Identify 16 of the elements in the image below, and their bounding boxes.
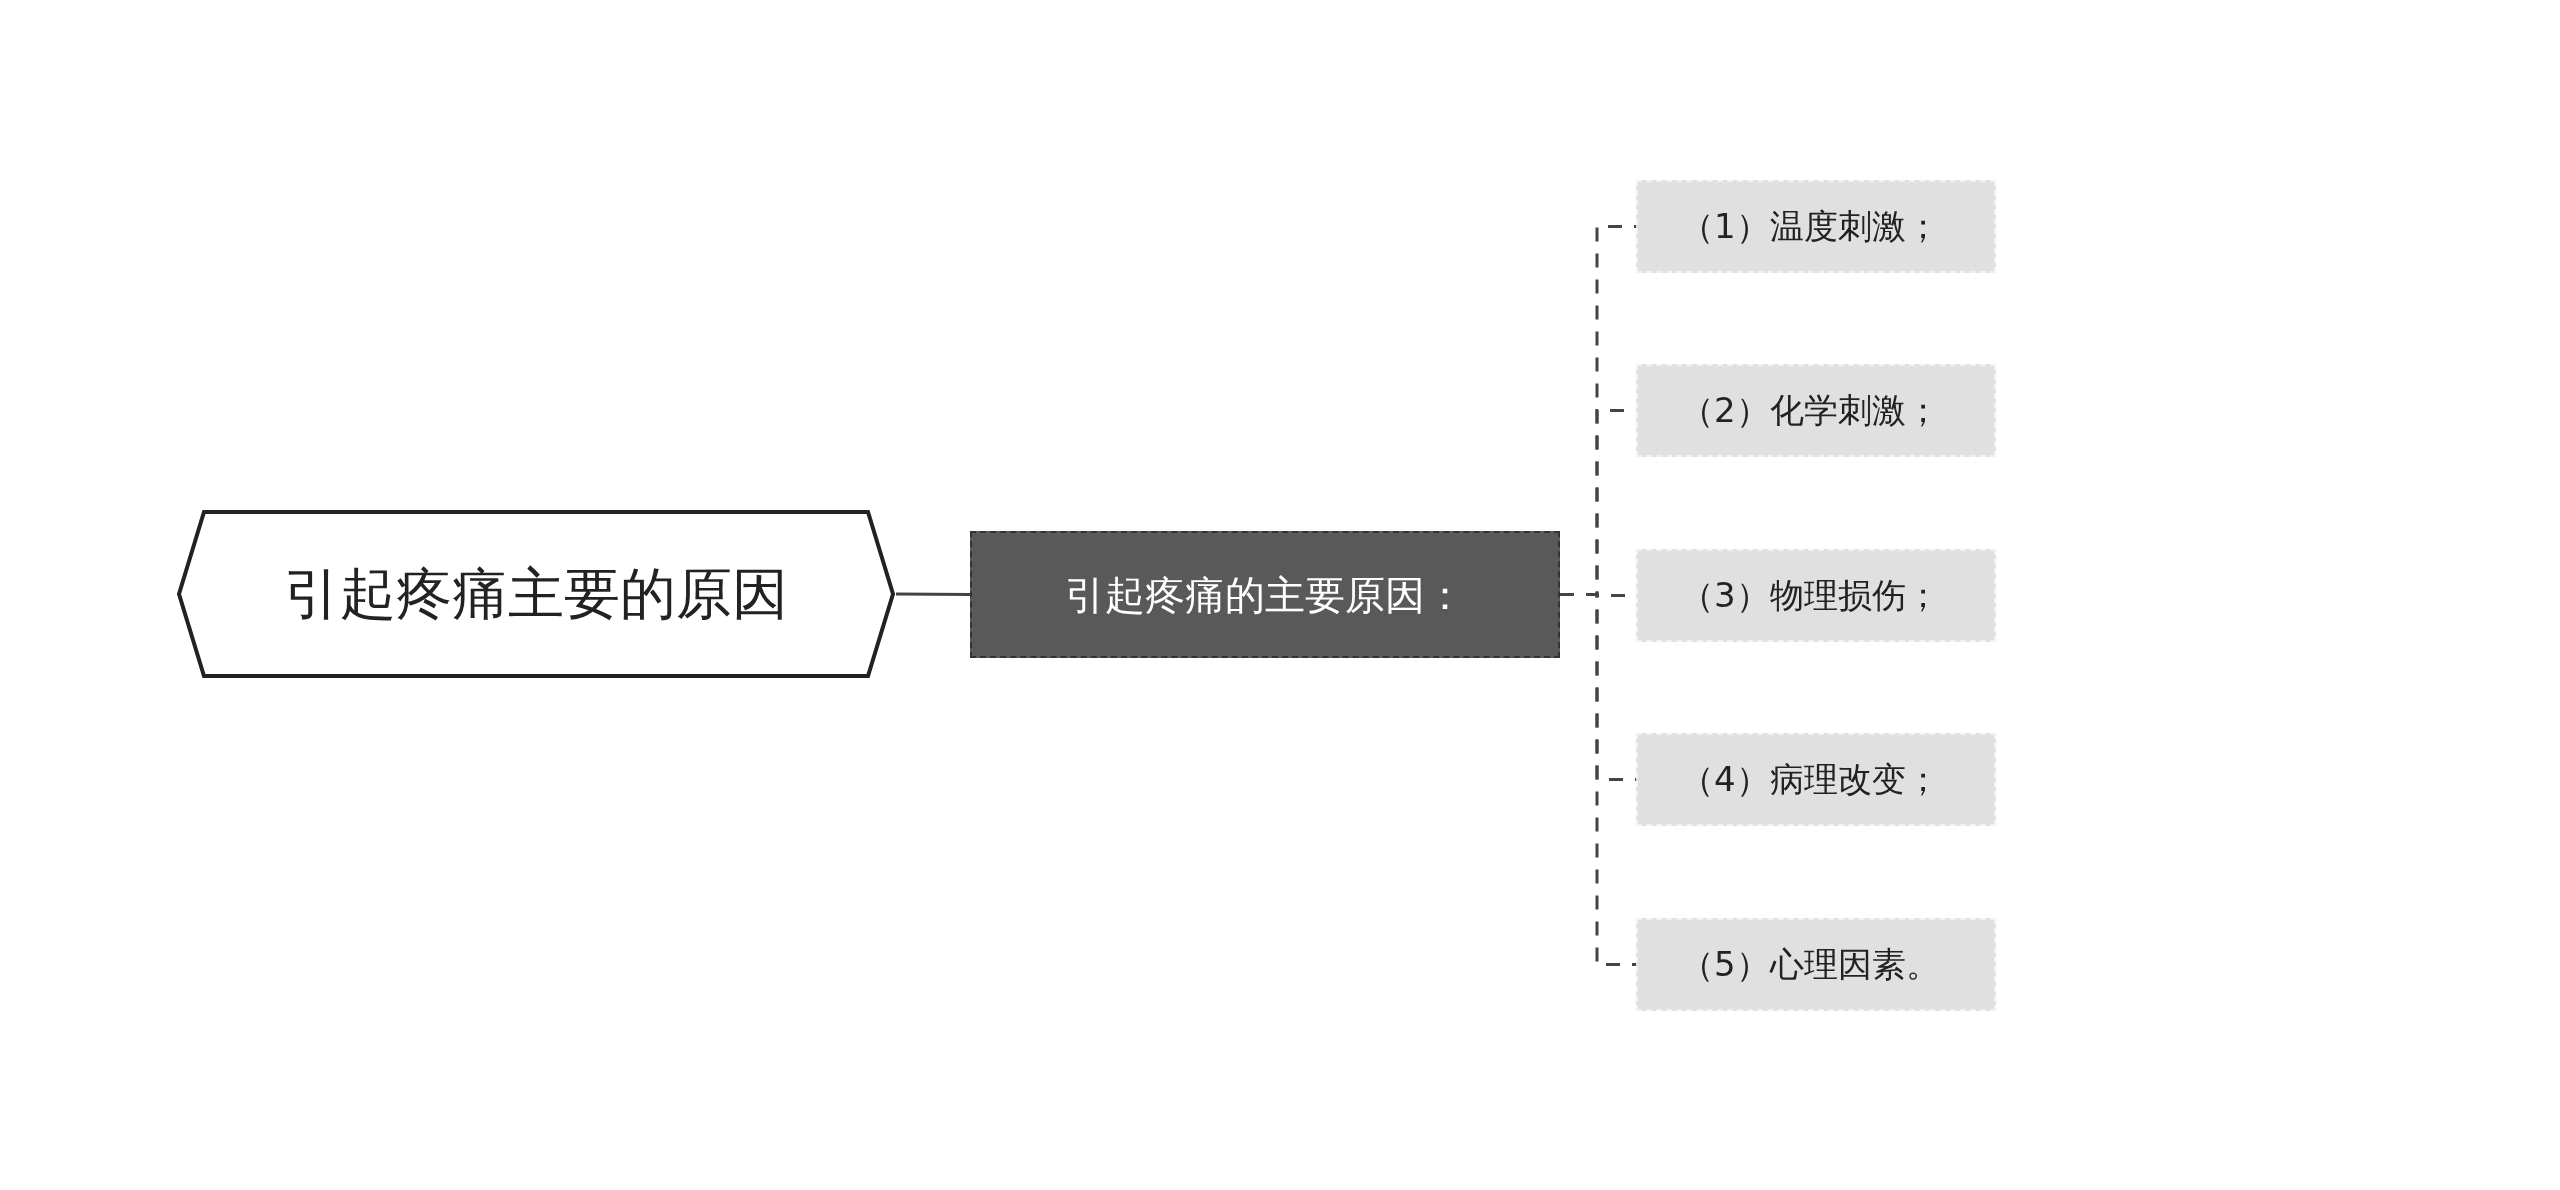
subtopic-box xyxy=(1636,918,1996,1011)
topic-box xyxy=(970,531,1560,658)
node-text: 引起疼痛的主要原因： xyxy=(1065,570,1465,620)
connector-line xyxy=(1560,593,1636,966)
connector-line xyxy=(896,592,970,596)
node-text: 引起疼痛主要的原因 xyxy=(284,561,788,626)
subtopic-box xyxy=(1636,733,1996,826)
subtopic-box xyxy=(1636,364,1996,457)
subtopic-box xyxy=(1636,180,1996,273)
node-text: （2）化学刺激； xyxy=(1680,389,1940,432)
node-text: （1）温度刺激； xyxy=(1680,205,1940,248)
subtopic-box xyxy=(1636,549,1996,642)
hexagon-node xyxy=(176,509,896,679)
node-text: （3）物理损伤； xyxy=(1680,574,1940,617)
node-text: （5）心理因素。 xyxy=(1680,943,1940,986)
node-text: （4）病理改变； xyxy=(1680,758,1940,801)
